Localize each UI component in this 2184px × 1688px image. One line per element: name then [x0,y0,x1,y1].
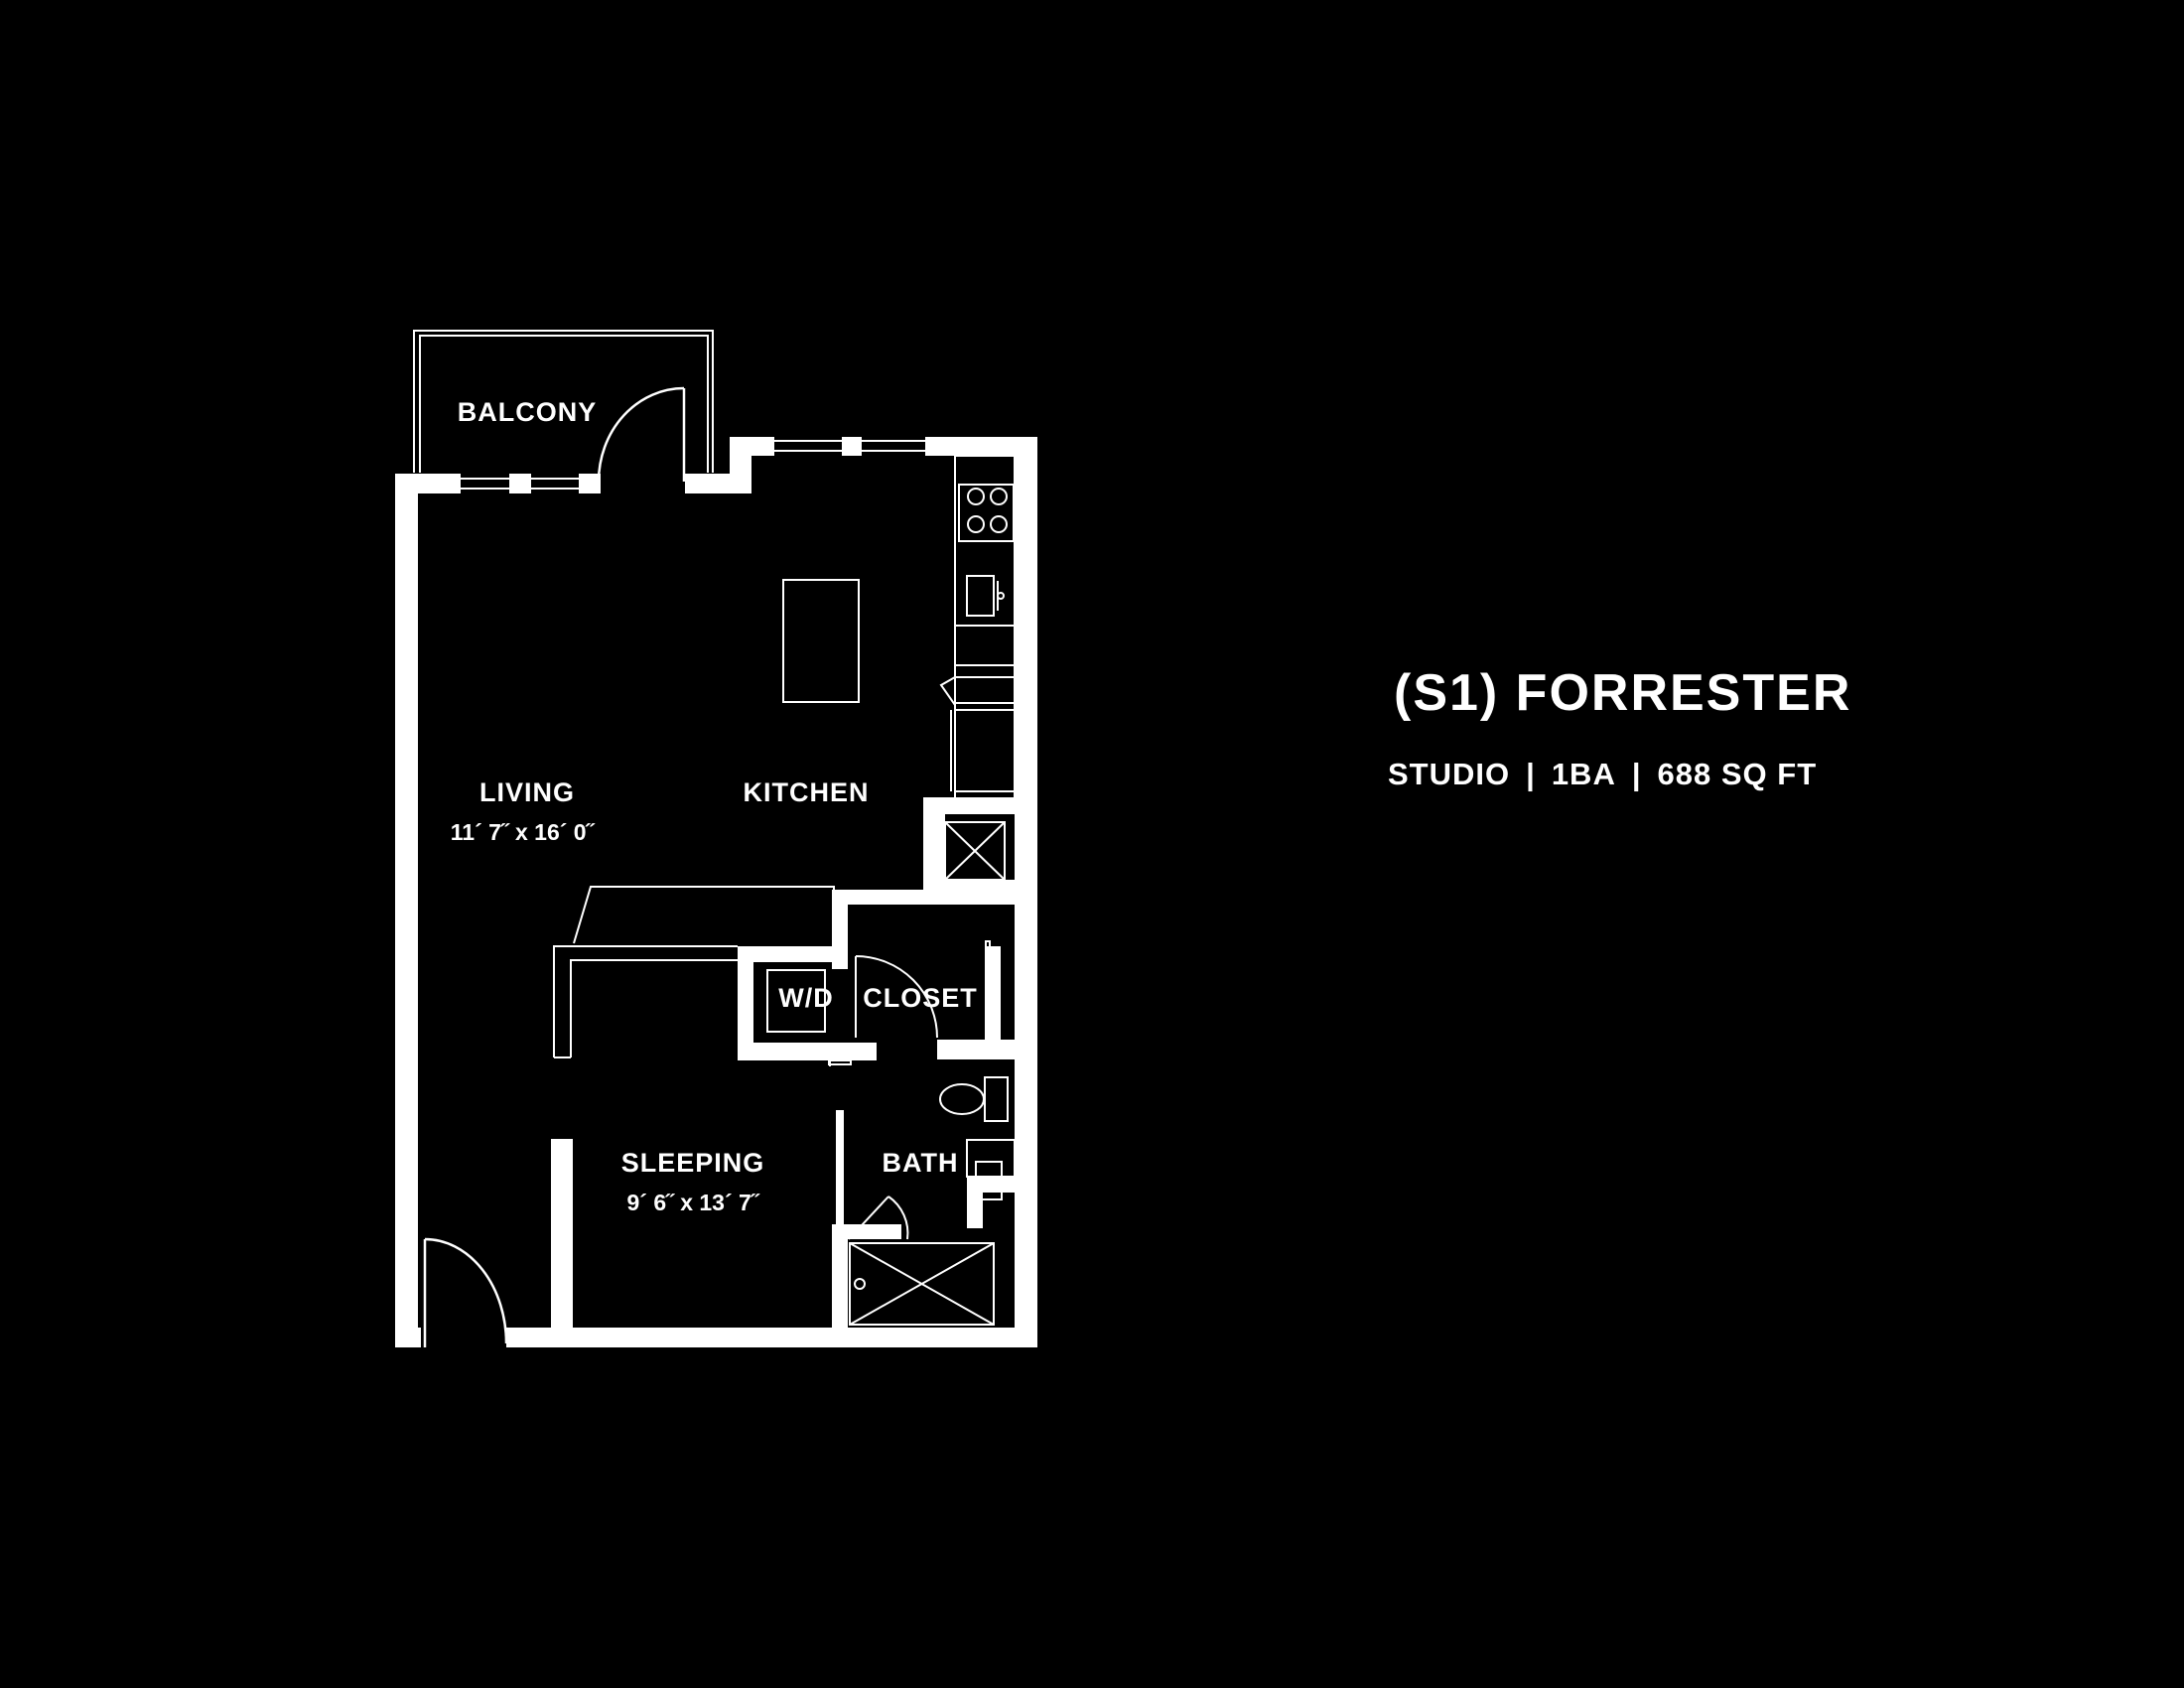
unit-title: (S1) FORRESTER [1394,664,1852,722]
unit-details: STUDIO | 1BA | 688 SQ FT [1388,757,1817,792]
separator: | [1631,757,1642,791]
kitchen-label: KITCHEN [744,777,870,807]
balcony-door [597,386,686,483]
bath-label: BATH [883,1148,959,1178]
balcony-label: BALCONY [458,397,598,427]
living-dimensions: 11´ 7˝ x 16´ 0˝ [451,819,596,845]
closet-label: CLOSET [863,983,978,1013]
windows [461,440,925,490]
living-label: LIVING [479,777,575,807]
mech-closet [923,797,1015,897]
interior-walls [551,890,1023,1328]
bath-fixtures [838,1076,1016,1326]
washer-dryer [766,969,852,1066]
separator: | [1526,757,1536,791]
unit-area: 688 SQ FT [1657,757,1818,791]
sleeping-label: SLEEPING [621,1148,765,1178]
sleeping-partition-unit [553,886,835,1058]
sleeping-dimensions: 9´ 6˝ x 13´ 7˝ [627,1190,760,1215]
unit-baths: 1BA [1551,757,1616,791]
kitchen-counters [782,455,1016,814]
entry-door [423,1237,508,1347]
exterior-walls [395,437,1037,1347]
unit-type: STUDIO [1388,757,1511,791]
closet-door [855,940,991,1042]
wd-label: W/D [778,983,833,1013]
balcony [413,330,714,473]
